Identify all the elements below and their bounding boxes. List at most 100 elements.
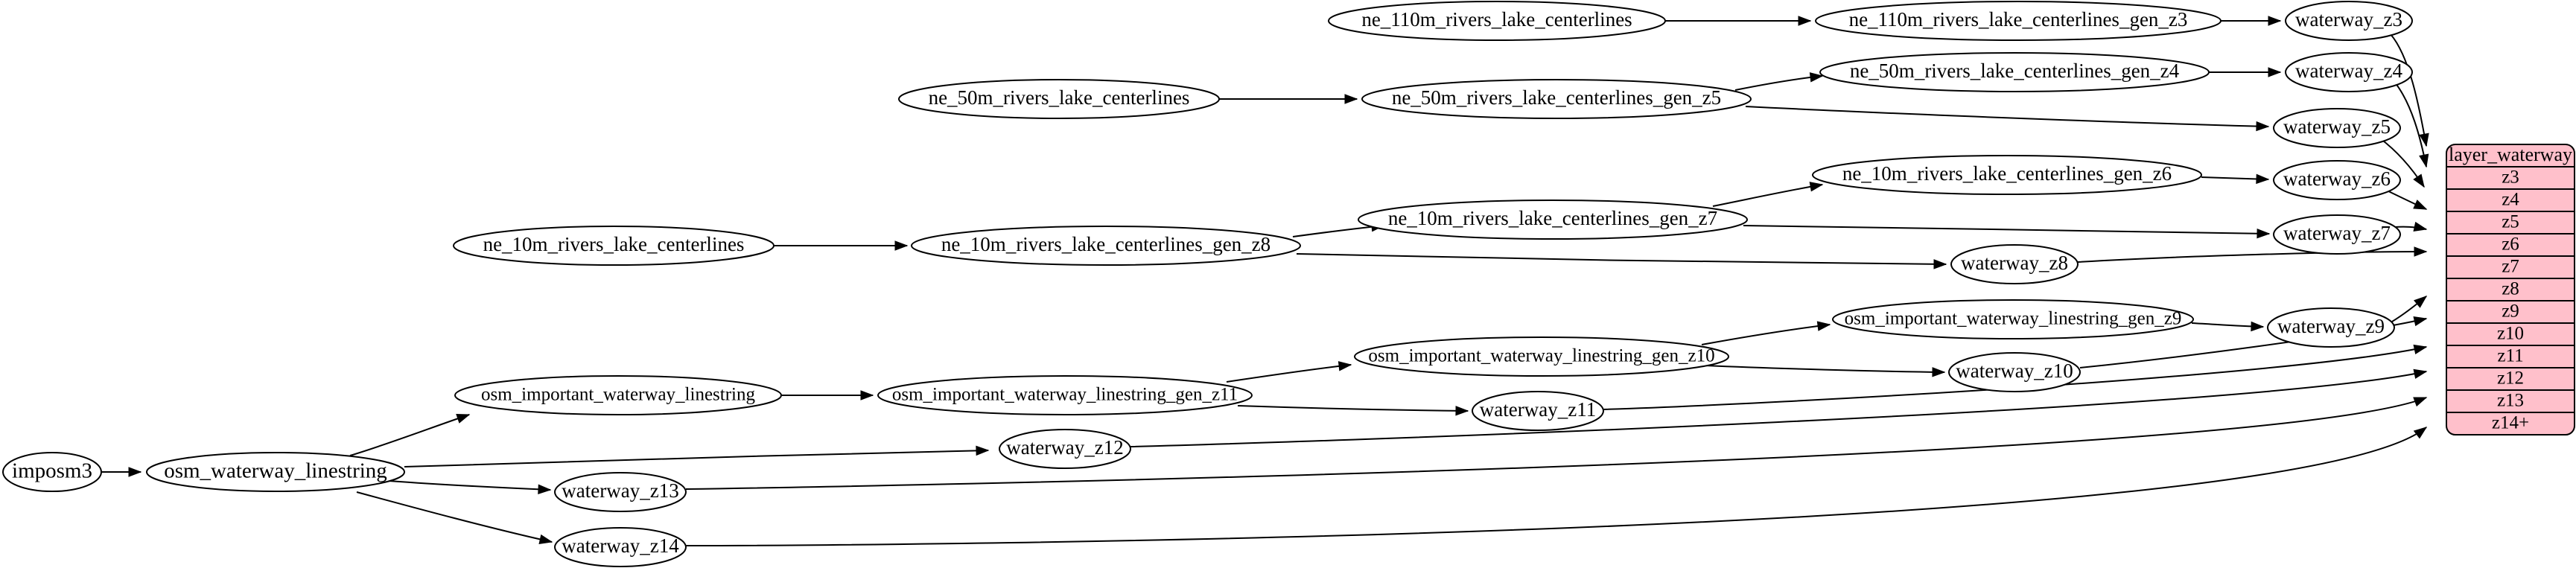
edge-imposm3-to-osm_ww_ls	[101, 467, 142, 477]
edge-arrowhead	[2268, 67, 2282, 77]
node-ne10_z8[interactable]: ne_10m_rivers_lake_centerlines_gen_z8	[911, 226, 1301, 266]
edge-ww_z12-to-rec_z12	[1130, 368, 2428, 447]
node-ellipse-shape	[2, 452, 102, 492]
edge-line	[1734, 75, 1823, 91]
edge-ne50_z5-to-ww_z5	[1745, 106, 2270, 132]
node-ww_z10[interactable]: waterway_z10	[1948, 352, 2081, 392]
edge-osm_iw_z11-to-ww_z11	[1237, 405, 1469, 416]
edge-osm_iw_z11-to-osm_iw_z10	[1226, 361, 1352, 383]
node-ne110_src[interactable]: ne_110m_rivers_lake_centerlines	[1328, 1, 1666, 41]
node-ww_z6[interactable]: waterway_z6	[2273, 160, 2401, 200]
edge-arrowhead	[1809, 182, 1824, 192]
edge-line	[1130, 371, 2427, 447]
record-row-z14+[interactable]	[2446, 412, 2575, 435]
node-ellipse-shape	[877, 375, 1253, 415]
edge-osm_ww_ls-to-ww_z14	[356, 491, 553, 544]
node-ww_z14[interactable]: waterway_z14	[554, 527, 687, 567]
edge-osm_ww_ls-to-ww_z12	[404, 445, 990, 468]
edge-ne50_src-to-ne50_z5	[1219, 94, 1358, 104]
node-ne10_src[interactable]: ne_10m_rivers_lake_centerlines	[453, 226, 775, 266]
node-osm_iw_z11[interactable]: osm_important_waterway_linestring_gen_z1…	[877, 375, 1253, 415]
record-node-layer-waterway[interactable]: layer_waterwayz3z4z5z6z7z8z9z10z11z12z13…	[2446, 144, 2575, 435]
edge-osm_iw_z10-to-ww_z10	[1705, 365, 1946, 377]
node-ww_z13[interactable]: waterway_z13	[554, 472, 687, 512]
edge-arrowhead	[976, 445, 990, 456]
edge-line	[685, 427, 2427, 546]
edge-line	[349, 414, 470, 456]
node-ellipse-shape	[1472, 391, 1604, 431]
edge-arrowhead	[2413, 397, 2428, 407]
record-row-z11[interactable]	[2446, 345, 2575, 368]
edge-line	[388, 480, 551, 491]
edge-arrowhead	[894, 240, 909, 251]
node-ne10_z6[interactable]: ne_10m_rivers_lake_centerlines_gen_z6	[1812, 155, 2202, 195]
node-osm_iw_z9[interactable]: osm_important_waterway_linestring_gen_z9	[1832, 299, 2194, 339]
node-ne50_z5[interactable]: ne_50m_rivers_lake_centerlines_gen_z5	[1361, 79, 1752, 119]
edge-arrowhead	[2414, 296, 2428, 308]
node-ellipse-shape	[554, 527, 687, 567]
node-ellipse-shape	[1819, 52, 2210, 92]
node-ne10_z7[interactable]: ne_10m_rivers_lake_centerlines_gen_z7	[1358, 200, 1748, 240]
node-ellipse-shape	[1812, 155, 2202, 195]
node-ne50_z4[interactable]: ne_50m_rivers_lake_centerlines_gen_z4	[1819, 52, 2210, 92]
edge-ne10_z7-to-ne10_z6	[1712, 182, 1824, 207]
record-row-z13[interactable]	[2446, 390, 2575, 412]
node-ellipse-shape	[2285, 52, 2413, 92]
edge-line	[1237, 405, 1469, 412]
edge-arrowhead	[2419, 133, 2429, 147]
record-row-z3[interactable]	[2446, 167, 2575, 189]
node-osm_iw_ls[interactable]: osm_important_waterway_linestring	[454, 375, 782, 415]
node-osm_ww_ls[interactable]: osm_waterway_linestring	[146, 452, 405, 492]
edge-arrowhead	[2413, 200, 2428, 210]
record-row-z12[interactable]	[2446, 368, 2575, 390]
record-row-z10[interactable]	[2446, 323, 2575, 345]
record-row-z6[interactable]	[2446, 234, 2575, 256]
edge-ne50_z4-to-ww_z4	[2209, 67, 2282, 77]
node-ww_z3[interactable]: waterway_z3	[2285, 1, 2413, 41]
node-ellipse-shape	[146, 452, 405, 492]
node-ww_z9[interactable]: waterway_z9	[2267, 307, 2395, 348]
record-row-z9[interactable]	[2446, 301, 2575, 323]
record-row-z5[interactable]	[2446, 211, 2575, 234]
edge-arrowhead	[538, 534, 553, 544]
node-ww_z7[interactable]: waterway_z7	[2273, 214, 2401, 255]
edge-line	[356, 491, 553, 543]
edge-arrowhead	[2419, 153, 2429, 168]
record-row-z7[interactable]	[2446, 256, 2575, 278]
node-ww_z4[interactable]: waterway_z4	[2285, 52, 2413, 92]
node-ne50_src[interactable]: ne_50m_rivers_lake_centerlines	[898, 79, 1220, 119]
edge-line	[685, 397, 2427, 490]
node-ellipse-shape	[2273, 160, 2401, 200]
edge-arrowhead	[1338, 361, 1352, 371]
node-ww_z11[interactable]: waterway_z11	[1472, 391, 1604, 431]
edge-arrowhead	[2268, 16, 2282, 26]
node-ellipse-shape	[1832, 299, 2194, 339]
record-row-z4[interactable]	[2446, 189, 2575, 211]
record-node-layer: layer_waterwayz3z4z5z6z7z8z9z10z11z12z13…	[2446, 144, 2575, 435]
edge-ww_z13-to-rec_z13	[685, 397, 2428, 490]
edge-line	[1705, 365, 1945, 373]
node-ellipse-shape	[1950, 244, 2079, 284]
node-ww_z5[interactable]: waterway_z5	[2273, 108, 2401, 148]
edge-ww_z7-to-rec_z7	[2394, 221, 2428, 232]
edge-line	[2390, 33, 2427, 147]
edge-ne10_z6-to-ww_z6	[2201, 173, 2270, 185]
record-row-z8[interactable]	[2446, 278, 2575, 301]
node-ww_z8[interactable]: waterway_z8	[1950, 244, 2079, 284]
node-ww_z12[interactable]: waterway_z12	[999, 429, 1131, 469]
edge-arrowhead	[1455, 406, 1469, 416]
node-imposm3[interactable]: imposm3	[2, 452, 102, 492]
edge-arrowhead	[2413, 316, 2428, 327]
edge-ww_z9-to-rec_z9	[2391, 296, 2428, 322]
node-ellipse-shape	[898, 79, 1220, 119]
edge-arrowhead	[2413, 344, 2428, 355]
record-body	[2446, 144, 2575, 435]
node-osm_iw_z10[interactable]: osm_important_waterway_linestring_gen_z1…	[1354, 336, 1729, 377]
node-ellipse-shape	[1361, 79, 1752, 119]
node-ellipse-shape	[999, 429, 1131, 469]
edge-line	[1296, 253, 1947, 265]
node-ne110_z3[interactable]: ne_110m_rivers_lake_centerlines_gen_z3	[1815, 1, 2222, 41]
node-ellipse-shape	[911, 226, 1301, 266]
